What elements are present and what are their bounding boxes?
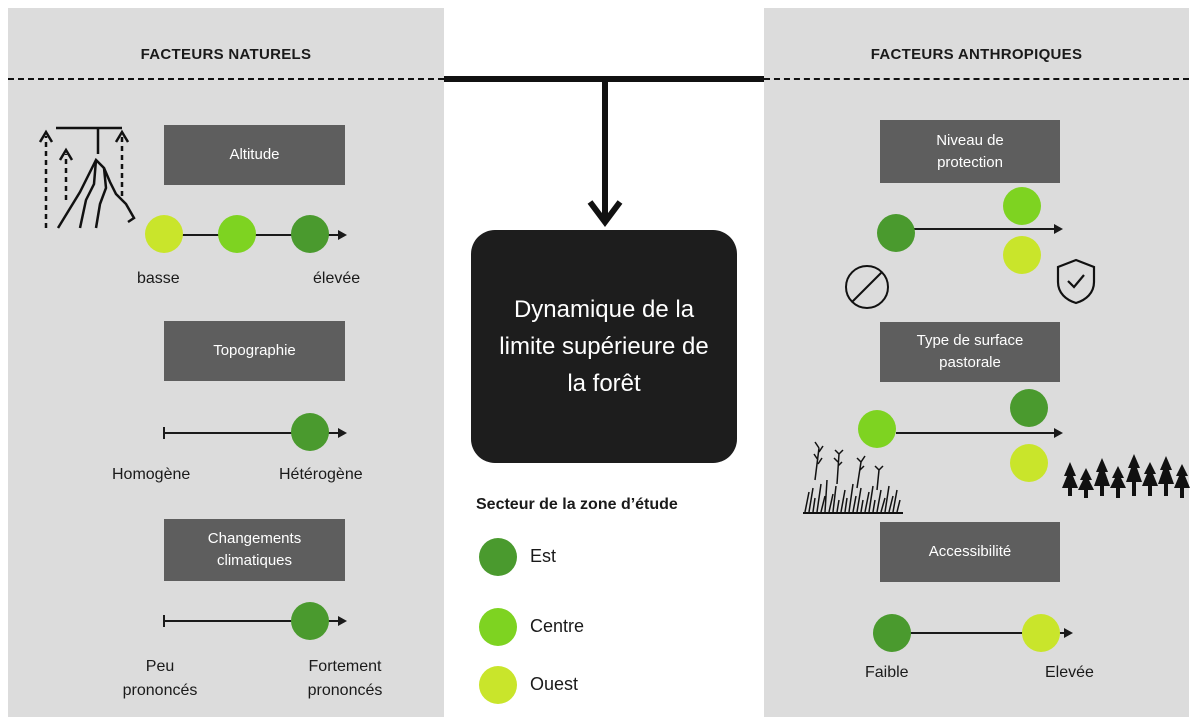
protection-centre-dot [1003,187,1041,225]
topographie-arrowhead [338,428,347,438]
legend-title: Secteur de la zone d’étude [476,496,678,513]
anthropic-factors-title: FACTEURS ANTHROPIQUES [870,46,1083,63]
surface-centre-dot [858,410,896,448]
topographie-axis [165,432,339,434]
mountain-altitude-icon [38,126,136,229]
climat-low-line2: prononcés [122,682,198,699]
surface-box: Type de surface pastorale [880,322,1060,382]
central-concept-box: Dynamique de la limite supérieure de la … [471,230,737,463]
access-axis [892,632,1066,634]
access-low-label: Faible [865,664,909,681]
access-ouest-dot [1022,614,1060,652]
central-line3: la forêt [567,370,641,397]
surface-arrowhead [1054,428,1063,438]
altitude-arrowhead [338,230,347,240]
protection-est-dot [877,214,915,252]
surface-label-line1: Type de surface [916,332,1024,349]
access-label: Accessibilité [928,543,1012,560]
surface-est-dot [1010,389,1048,427]
access-arrowhead [1064,628,1073,638]
legend-centre-label: Centre [530,616,585,636]
topographie-axis-start [163,427,165,439]
legend-ouest-swatch [479,666,517,704]
topographie-low-label: Homogène [112,466,191,483]
altitude-high-label: élevée [313,270,361,287]
climat-high-line1: Fortement [308,658,382,675]
climat-high-label: Fortement prononcés [287,655,403,703]
surface-axis [896,432,1056,434]
protection-label-line1: Niveau de [936,131,1004,149]
topographie-box: Topographie [164,321,345,381]
climat-arrowhead [338,616,347,626]
climat-est-dot [291,602,329,640]
legend-est-swatch [479,538,517,576]
protection-ouest-dot [1003,236,1041,274]
prohibited-icon [845,265,889,309]
climat-axis [165,620,339,622]
forest-icon [1062,454,1190,498]
access-est-dot [873,614,911,652]
climat-box: Changements climatiques [164,519,345,581]
climat-low-label: Peu prononcés [110,655,210,703]
connector-bar [444,76,764,82]
protection-label-line2: protection [937,153,1003,171]
grassland-icon [803,441,903,514]
protection-axis [896,228,1056,230]
surface-ouest-dot [1010,444,1048,482]
legend-est-label: Est [530,546,557,566]
climat-axis-start [163,615,165,627]
altitude-label: Altitude [229,146,280,163]
climat-high-line2: prononcés [307,682,383,699]
altitude-est-dot [291,215,329,253]
altitude-centre-dot [218,215,256,253]
topographie-high-label: Hétérogène [279,466,363,483]
right-dashed-separator [764,78,1189,80]
central-line2: limite supérieure de [499,333,709,360]
altitude-ouest-dot [145,215,183,253]
topographie-label: Topographie [213,342,296,359]
access-high-label: Elevée [1045,664,1094,681]
surface-label-line2: pastorale [939,354,1001,371]
climat-label-line1: Changements [207,530,302,547]
protection-arrowhead [1054,224,1063,234]
natural-factors-title: FACTEURS NATURELS [140,46,312,63]
central-line1: Dynamique de la [513,296,695,323]
altitude-low-label: basse [137,270,180,287]
legend-ouest-label: Ouest [530,674,579,694]
altitude-box: Altitude [164,125,345,185]
climat-low-line1: Peu [145,658,175,675]
left-dashed-separator [8,78,444,80]
shield-check-icon [1056,258,1096,305]
protection-box: Niveau de protection [880,120,1060,183]
down-arrow-icon [587,80,623,227]
climat-label-line2: climatiques [216,552,293,569]
topographie-est-dot [291,413,329,451]
access-box: Accessibilité [880,522,1060,582]
legend-centre-swatch [479,608,517,646]
